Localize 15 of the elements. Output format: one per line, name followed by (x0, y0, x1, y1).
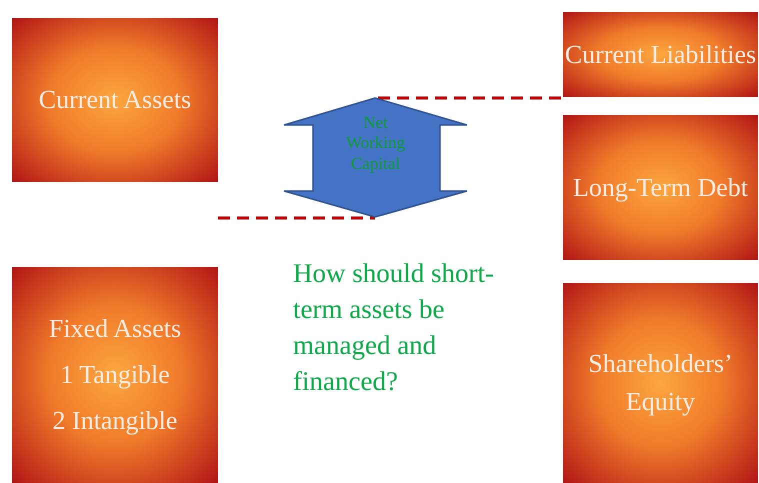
double-arrow (283, 97, 468, 218)
box-title: Current Liabilities (564, 38, 756, 71)
box-title: Current Assets (38, 84, 192, 116)
box-title: Long-Term Debt (572, 172, 748, 204)
liability-box (563, 115, 758, 260)
liability-box (563, 12, 758, 97)
asset-box (12, 18, 218, 182)
arrow-label: Net Working Capital (344, 113, 406, 174)
equity-box (563, 283, 758, 483)
list-item: 1 Tangible (60, 359, 170, 392)
box-title: Fixed Assets (48, 313, 182, 346)
question-text: How should short-term assets be managed and financed? (293, 257, 495, 398)
list-item: 2 Intangible (52, 404, 178, 437)
box-title: Shareholders’ Equity (587, 348, 734, 418)
asset-box (12, 267, 218, 483)
